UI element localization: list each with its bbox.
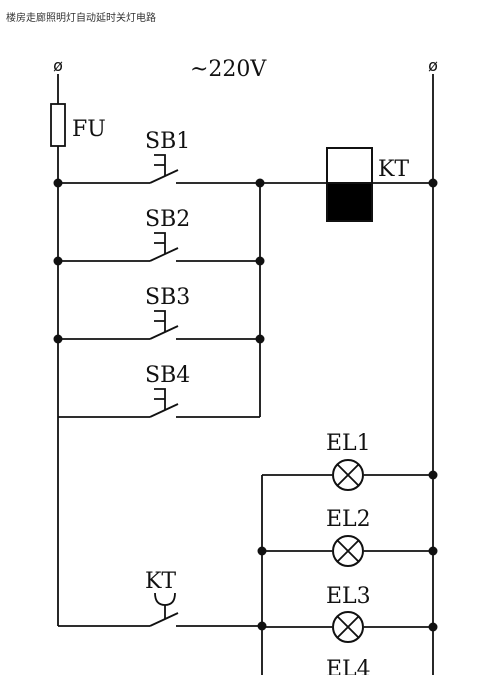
lamp-el4: EL4 (326, 657, 371, 675)
fuse-label: FU (72, 117, 106, 142)
supply-voltage-label: ~220V (190, 57, 267, 82)
lamp-el2: EL2 (262, 507, 433, 567)
left-terminal-symbol: ø (53, 56, 63, 75)
page-title: 楼房走廊照明灯自动延时关灯电路 (6, 13, 156, 24)
lamp-label: EL4 (326, 657, 371, 675)
junction-dots (53, 178, 438, 632)
lamp-el3: EL3 (262, 584, 433, 643)
switch-sb4: SB4 (58, 363, 260, 418)
switch-label: SB3 (145, 285, 190, 310)
relay-contact-kt: KT (58, 569, 262, 627)
lamp-label: EL3 (326, 584, 371, 609)
switch-label: SB4 (145, 363, 190, 388)
right-terminal-symbol: ø (428, 56, 438, 75)
switch-label: SB1 (145, 129, 190, 154)
lamp-el1: EL1 (262, 431, 433, 491)
switch-sb1: SB1 (58, 129, 260, 184)
relay-label: KT (378, 157, 409, 182)
relay-contact-label: KT (145, 569, 176, 594)
switch-sb2: SB2 (58, 207, 260, 262)
fuse-symbol (50, 103, 66, 147)
switch-sb3: SB3 (58, 285, 260, 340)
lamp-label: EL2 (326, 507, 371, 532)
switch-label: SB2 (145, 207, 190, 232)
lamp-label: EL1 (326, 431, 371, 456)
relay-coil-kt (326, 147, 373, 222)
